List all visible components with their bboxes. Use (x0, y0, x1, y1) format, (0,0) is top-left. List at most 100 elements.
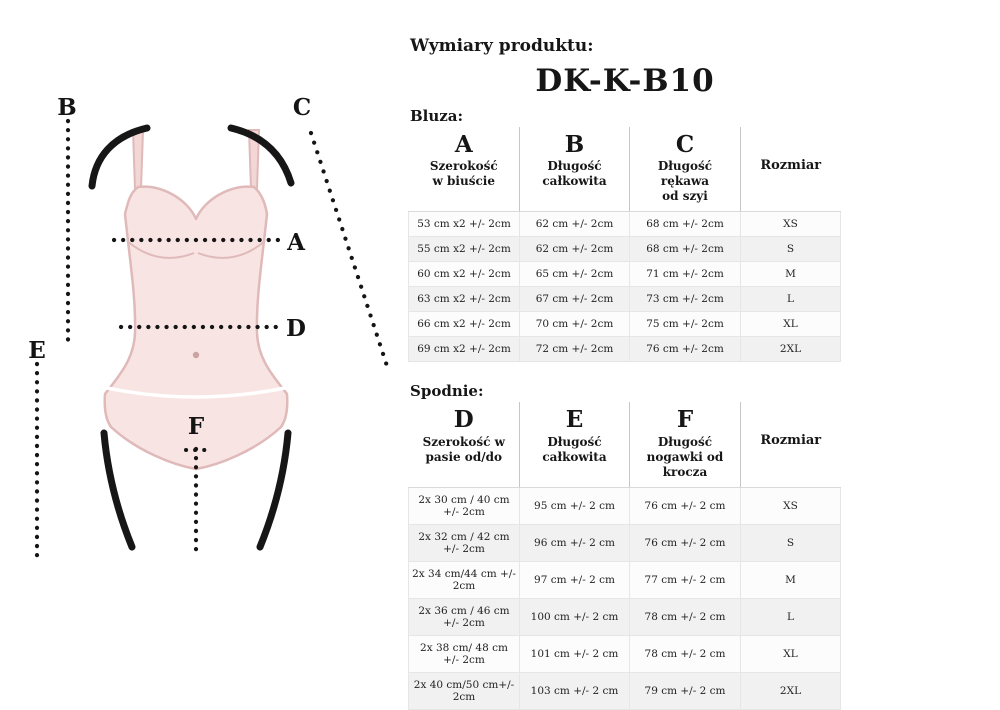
measurement-cell: 70 cm +/- 2cm (519, 311, 630, 338)
measurement-cell: 79 cm +/- 2 cm (629, 671, 741, 710)
diagram-letter-e: E (28, 337, 46, 364)
table-row: 2x 36 cm / 46 cm +/- 2cm 100 cm +/- 2 cm… (408, 597, 841, 636)
measurement-cell: 60 cm x2 +/- 2cm (408, 261, 520, 288)
table-row: 69 cm x2 +/- 2cm 72 cm +/- 2cm 76 cm +/-… (408, 336, 841, 363)
measurement-cell: 55 cm x2 +/- 2cm (408, 236, 520, 263)
measurement-cell: 78 cm +/- 2 cm (629, 634, 741, 673)
spodnie-size-table: D Szerokość w pasie od/do E Długość całk… (408, 402, 841, 710)
product-code: DK-K-B10 (535, 63, 715, 99)
measurement-cell: 76 cm +/- 2 cm (629, 523, 741, 562)
spodnie-header-row: D Szerokość w pasie od/do E Długość całk… (408, 402, 841, 488)
measurement-cell: 69 cm x2 +/- 2cm (408, 336, 520, 363)
measurement-cell: 68 cm +/- 2cm (629, 211, 741, 238)
measurement-cell: 76 cm +/- 2 cm (629, 486, 741, 525)
measurement-cell: 2x 36 cm / 46 cm +/- 2cm (408, 597, 520, 636)
measurement-cell: 75 cm +/- 2cm (629, 311, 741, 338)
belly-button-dot (192, 351, 200, 359)
measurement-cell: 72 cm +/- 2cm (519, 336, 630, 363)
column-label: Długość całkowita (542, 159, 607, 189)
measurement-cell: 103 cm +/- 2 cm (519, 671, 630, 710)
column-label: Szerokość w biuście (429, 159, 498, 189)
right-thigh-stroke (256, 429, 292, 551)
section-label-spodnie: Spodnie: (410, 382, 484, 401)
table-row: 2x 40 cm/50 cm+/- 2cm 103 cm +/- 2 cm 79… (408, 671, 841, 710)
column-header-c: C Długość rękawa od szyi (629, 127, 741, 213)
measurement-cell: 73 cm +/- 2cm (629, 286, 741, 313)
left-strap-shape (131, 129, 145, 190)
size-cell: M (740, 560, 841, 599)
measurement-cell: 62 cm +/- 2cm (519, 211, 630, 238)
garment-measurement-diagram: B C A D E F (0, 0, 400, 625)
measurement-cell: 100 cm +/- 2 cm (519, 597, 630, 636)
diagram-letter-f: F (188, 413, 205, 440)
section-label-bluza: Bluza: (410, 107, 464, 125)
size-cell: XL (740, 311, 841, 338)
measurement-cell: 2x 30 cm / 40 cm +/- 2cm (408, 486, 520, 525)
column-label: Szerokość w pasie od/do (422, 434, 505, 464)
measurement-cell: 97 cm +/- 2 cm (519, 560, 630, 599)
size-cell: S (740, 236, 841, 263)
right-cup-seam (197, 240, 266, 259)
measurement-cell: 101 cm +/- 2 cm (519, 634, 630, 673)
panty-waistband-line (106, 386, 286, 399)
column-letter: C (675, 131, 695, 158)
column-header-f: F Długość nogawki od krocza (629, 402, 741, 488)
measurement-cell: 53 cm x2 +/- 2cm (408, 211, 520, 238)
measurement-cell: 63 cm x2 +/- 2cm (408, 286, 520, 313)
table-row: 66 cm x2 +/- 2cm 70 cm +/- 2cm 75 cm +/-… (408, 311, 841, 338)
table-row: 2x 34 cm/44 cm +/- 2cm 97 cm +/- 2 cm 77… (408, 560, 841, 599)
measurement-cell: 77 cm +/- 2 cm (629, 560, 741, 599)
column-label: Rozmiar (760, 158, 822, 173)
measurement-cell: 62 cm +/- 2cm (519, 236, 630, 263)
size-cell: XS (740, 486, 841, 525)
size-cell: M (740, 261, 841, 288)
measurement-cell: 65 cm +/- 2cm (519, 261, 630, 288)
measurement-line-c-sleeve (308, 130, 390, 369)
column-label: Rozmiar (760, 433, 822, 449)
column-letter: B (564, 131, 585, 158)
diagram-letter-a: A (286, 229, 306, 256)
bluza-header-row: A Szerokość w biuście B Długość całkowit… (408, 127, 841, 213)
size-cell: 2XL (740, 336, 841, 363)
diagram-letter-c: C (293, 94, 311, 121)
measurement-cell: 76 cm +/- 2cm (629, 336, 741, 363)
bodysuit-silhouette (103, 185, 289, 471)
measurement-cell: 2x 40 cm/50 cm+/- 2cm (408, 671, 520, 710)
bluza-size-table: A Szerokość w biuście B Długość całkowit… (408, 127, 841, 363)
column-header-rozmiar: Rozmiar (740, 127, 841, 213)
left-shoulder-stroke (88, 124, 151, 190)
size-cell: L (740, 597, 841, 636)
right-shoulder-stroke (227, 124, 295, 187)
column-header-a: A Szerokość w biuście (408, 127, 520, 213)
table-row: 60 cm x2 +/- 2cm 65 cm +/- 2cm 71 cm +/-… (408, 261, 841, 288)
table-row: 53 cm x2 +/- 2cm 62 cm +/- 2cm 68 cm +/-… (408, 211, 841, 238)
column-label: Długość nogawki od krocza (646, 434, 724, 479)
measurement-cell: 95 cm +/- 2 cm (519, 486, 630, 525)
column-letter: D (453, 406, 474, 434)
table-row: 63 cm x2 +/- 2cm 67 cm +/- 2cm 73 cm +/-… (408, 286, 841, 313)
measurement-cell: 68 cm +/- 2cm (629, 236, 741, 263)
diagram-letter-b: B (57, 94, 76, 121)
size-cell: S (740, 523, 841, 562)
column-header-d: D Szerokość w pasie od/do (408, 402, 520, 488)
column-letter: F (676, 406, 694, 434)
page-title: Wymiary produktu: (410, 36, 594, 56)
measurement-cell: 71 cm +/- 2cm (629, 261, 741, 288)
measurement-cell: 66 cm x2 +/- 2cm (408, 311, 520, 338)
column-header-e: E Długość całkowita (519, 402, 630, 488)
column-letter: A (454, 131, 473, 158)
size-cell: 2XL (740, 671, 841, 710)
table-row: 2x 30 cm / 40 cm +/- 2cm 95 cm +/- 2 cm … (408, 486, 841, 525)
size-cell: XL (740, 634, 841, 673)
left-cup-seam (126, 240, 195, 259)
measurement-cell: 2x 38 cm/ 48 cm +/- 2cm (408, 634, 520, 673)
column-label: Długość całkowita (542, 434, 607, 464)
garment-sketch-svg: B C A D E F (28, 94, 390, 565)
table-row: 2x 32 cm / 42 cm +/- 2cm 96 cm +/- 2 cm … (408, 523, 841, 562)
table-row: 55 cm x2 +/- 2cm 62 cm +/- 2cm 68 cm +/-… (408, 236, 841, 263)
measurement-cell: 96 cm +/- 2 cm (519, 523, 630, 562)
column-header-b: B Długość całkowita (519, 127, 630, 213)
column-letter: E (565, 406, 584, 434)
product-dimensions-panel: Wymiary produktu: DK-K-B10 Bluza: A Szer… (408, 0, 842, 710)
size-cell: L (740, 286, 841, 313)
